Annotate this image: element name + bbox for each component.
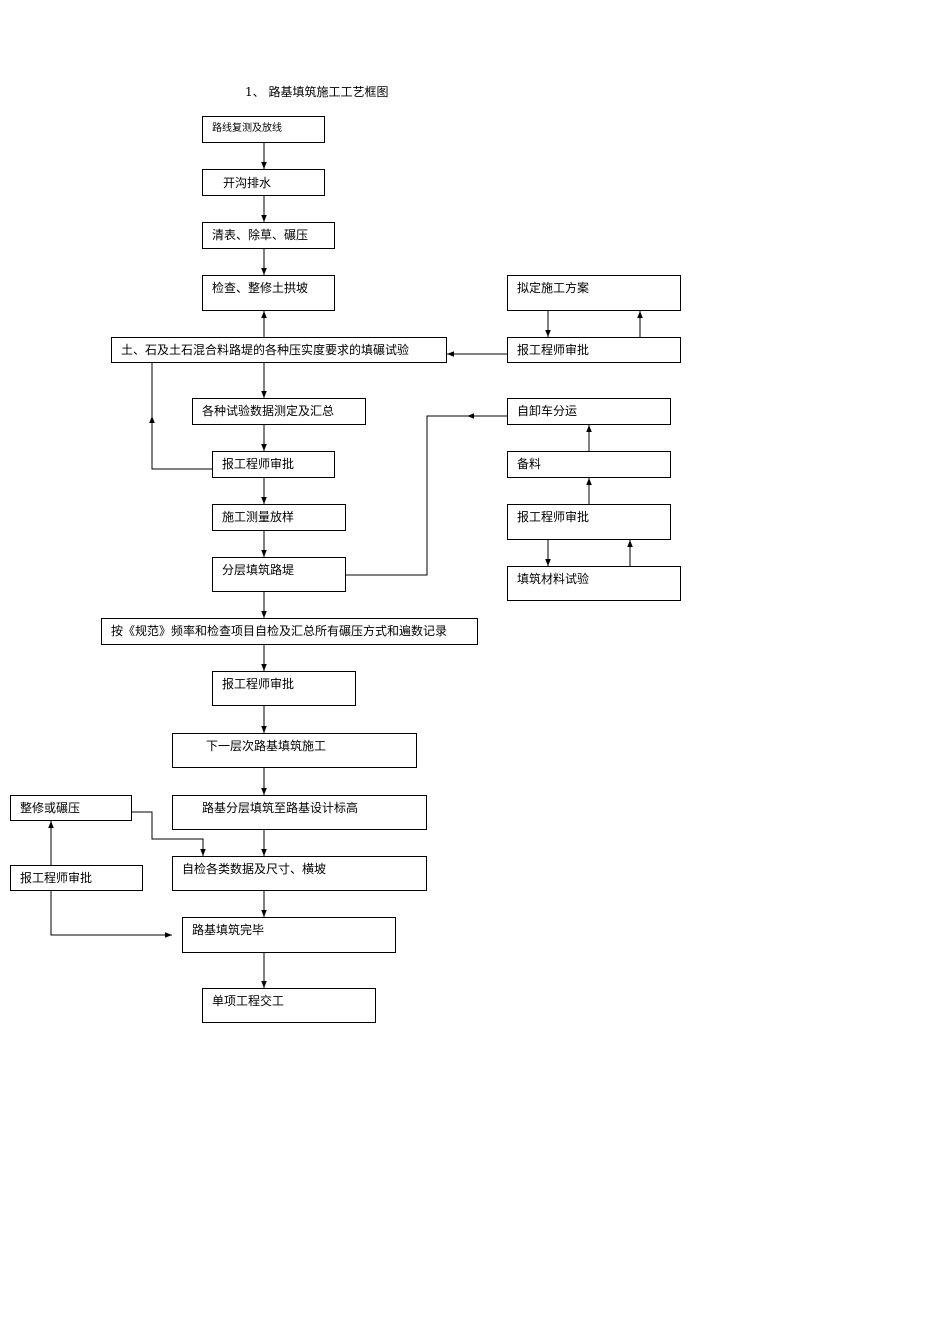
node-repair-approval: 报工程师审批 bbox=[10, 865, 143, 891]
node-self-check-dims: 自检各类数据及尺寸、横坡 bbox=[172, 856, 427, 891]
node-test-data: 各种试验数据测定及汇总 bbox=[192, 398, 366, 425]
arrow-fill-truck bbox=[346, 415, 507, 576]
node-to-design-elev: 路基分层填筑至路基设计标高 bbox=[172, 795, 427, 830]
node-self-check-spec: 按《规范》频率和检查项目自检及汇总所有碾压方式和遍数记录 bbox=[101, 618, 478, 645]
node-survey: 路线复测及放线 bbox=[202, 116, 325, 143]
node-handover: 单项工程交工 bbox=[202, 988, 376, 1023]
diagram-title: 1、 路基填筑施工工艺框图 bbox=[245, 85, 389, 99]
node-rolling-test: 土、石及土石混合料路堤的各种压实度要求的填碾试验 bbox=[111, 337, 447, 363]
arrow-repair-selfcheck bbox=[132, 811, 206, 856]
node-material-test: 填筑材料试验 bbox=[507, 566, 681, 601]
node-clear: 清表、除草、碾压 bbox=[202, 222, 335, 249]
node-stock: 备料 bbox=[507, 451, 671, 478]
node-approval-1: 报工程师审批 bbox=[212, 451, 335, 478]
arrow-repairapproval-complete bbox=[50, 891, 172, 938]
node-check-camber: 检查、整修土拱坡 bbox=[202, 275, 335, 311]
node-plan-approval: 报工程师审批 bbox=[507, 337, 681, 363]
node-layered-fill: 分层填筑路堤 bbox=[212, 557, 346, 592]
arrow-approval-loop bbox=[149, 416, 212, 470]
node-approval-2: 报工程师审批 bbox=[212, 671, 356, 706]
node-fill-complete: 路基填筑完毕 bbox=[182, 917, 396, 953]
node-material-approval: 报工程师审批 bbox=[507, 504, 671, 540]
node-plan: 拟定施工方案 bbox=[507, 275, 681, 311]
node-next-layer: 下一层次路基填筑施工 bbox=[172, 733, 417, 768]
node-dump-truck: 自卸车分运 bbox=[507, 398, 671, 425]
node-staking: 施工测量放样 bbox=[212, 504, 346, 531]
node-repair-roll: 整修或碾压 bbox=[10, 795, 132, 821]
node-ditch: 开沟排水 bbox=[202, 169, 325, 196]
